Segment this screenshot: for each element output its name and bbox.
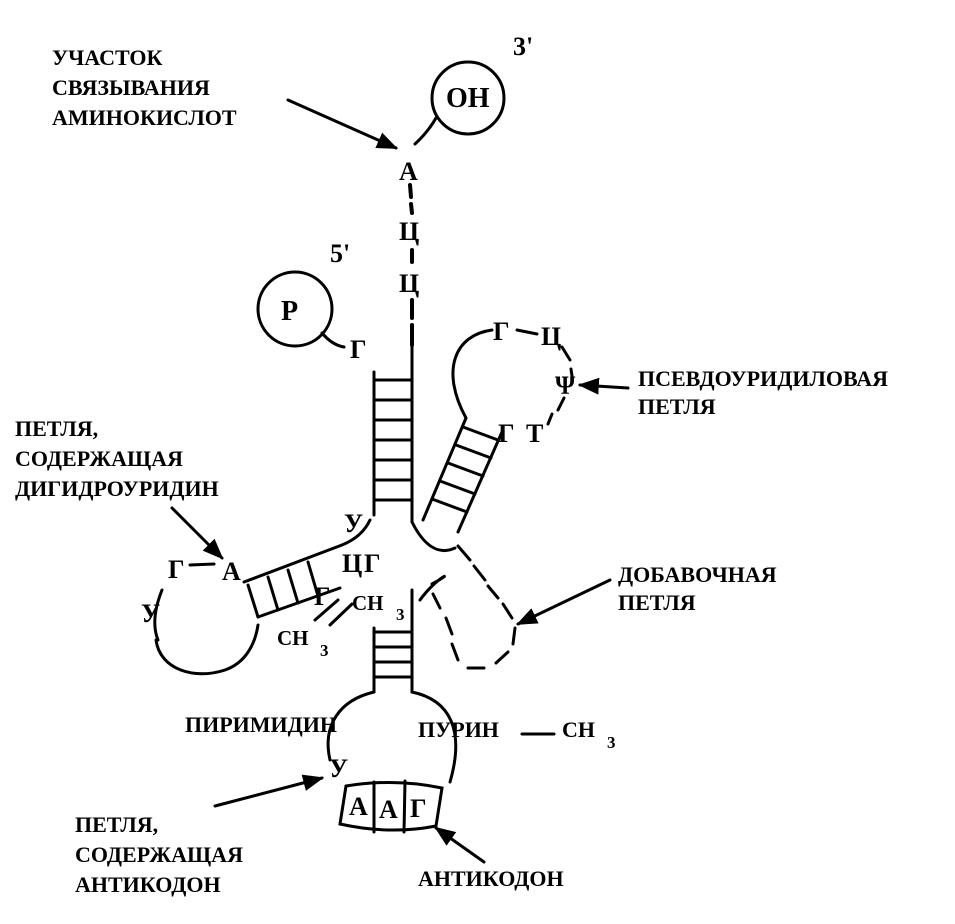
d-loop-u: У: [141, 599, 160, 628]
oh-label: ОН: [446, 83, 490, 114]
anticodon-box: [338, 780, 444, 832]
anticodon-a1: А: [349, 792, 368, 821]
core-c: Ц: [342, 549, 362, 578]
core-link-1: [313, 598, 340, 622]
t-loop-c: Ц: [541, 322, 561, 351]
arrow-anticodon-loop: [213, 774, 325, 808]
five-prime-g: Г: [350, 335, 367, 364]
anticodon-loop-line: АНТИКОДОН: [75, 872, 221, 897]
methyl-1: СН: [352, 591, 384, 615]
acceptor-dashes: [408, 183, 414, 347]
d-loop-g: Г: [168, 555, 185, 584]
t-stem: [421, 416, 504, 534]
d-stem-top: [340, 518, 372, 547]
t-loop-psi: Ψ: [555, 371, 576, 400]
arrow-amino-site: [286, 98, 398, 150]
core-notch: [418, 574, 446, 602]
amino-site-line: УЧАСТОК: [52, 45, 162, 70]
d-loop-lower: [154, 623, 260, 676]
d-loop-link: [188, 562, 216, 567]
acceptor-nucleotide-c1: Ц: [399, 217, 419, 246]
dihydrouridine-line: СОДЕРЖАЩАЯ: [15, 446, 183, 471]
purine-methyl-subscript: 3: [607, 733, 616, 752]
extra-loop-line: ДОБАВОЧНАЯ: [618, 562, 777, 587]
extra-loop-label: ДОБАВОЧНАЯ ПЕТЛЯ: [618, 562, 777, 615]
pseudouridine-line: ПСЕВДОУРИДИЛОВАЯ: [638, 366, 888, 391]
anticodon-a2: А: [379, 795, 398, 824]
dihydrouridine-line: ДИГИДРОУРИДИН: [15, 476, 219, 501]
extra-loop-dashes: [431, 544, 517, 670]
extra-loop-line: ПЕТЛЯ: [618, 590, 696, 615]
anticodon-g: Г: [410, 794, 427, 823]
core-link-2: [328, 602, 354, 627]
p-circle: [256, 270, 334, 348]
amino-site-label: УЧАСТОК СВЯЗЫВАНИЯ АМИНОКИСЛОТ: [52, 45, 237, 130]
p-label: Р: [281, 296, 298, 327]
purine-methyl-label: СН: [562, 717, 595, 742]
anticodon-loop-left: [326, 690, 376, 762]
core-u: У: [344, 509, 363, 538]
anticodon-loop-line: ПЕТЛЯ,: [75, 812, 158, 837]
p-link: [320, 331, 346, 349]
t-loop-link: [515, 328, 539, 336]
t-loop-g2: Г: [498, 419, 515, 448]
methyl-1-subscript: 3: [396, 605, 405, 624]
d-stem: [242, 543, 344, 619]
t-loop-t: Т: [526, 419, 543, 448]
t-loop-dashes: [546, 345, 574, 426]
methyl-2: СН: [277, 626, 309, 650]
t-loop-g1: Г: [493, 317, 510, 346]
three-prime-label: 3': [513, 32, 533, 61]
d-loop-a: А: [222, 557, 241, 586]
arrow-pseudouridine-loop: [577, 377, 630, 395]
amino-site-line: АМИНОКИСЛОТ: [52, 105, 237, 130]
amino-site-line: СВЯЗЫВАНИЯ: [52, 75, 210, 100]
anticodon-loop-label: ПЕТЛЯ, СОДЕРЖАЩАЯ АНТИКОДОН: [75, 812, 243, 897]
dihydrouridine-line: ПЕТЛЯ,: [15, 416, 98, 441]
anticodon-loop-line: СОДЕРЖАЩАЯ: [75, 842, 243, 867]
pyrimidine-label: ПИРИМИДИН: [185, 712, 337, 737]
pseudouridine-line: ПЕТЛЯ: [638, 394, 716, 419]
arrow-anticodon: [434, 826, 486, 864]
acceptor-nucleotide-a: А: [399, 157, 418, 186]
five-prime-label: 5': [330, 239, 350, 268]
t-loop-arc: [451, 328, 494, 420]
anticodon-loop-right: [410, 690, 458, 784]
acceptor-nucleotide-c2: Ц: [399, 269, 419, 298]
pseudouridine-loop-label: ПСЕВДОУРИДИЛОВАЯ ПЕТЛЯ: [638, 366, 888, 419]
dihydrouridine-loop-label: ПЕТЛЯ, СОДЕРЖАЩАЯ ДИГИДРОУРИДИН: [15, 416, 219, 501]
arrow-dihydrouridine-loop: [170, 506, 224, 560]
core-g2: Г: [314, 582, 331, 611]
core-g1: Г: [364, 549, 381, 578]
oh-circle: [430, 60, 506, 136]
arrow-extra-loop: [516, 578, 612, 626]
anticodon-label: АНТИКОДОН: [418, 866, 564, 891]
anticodon-div-2: [402, 779, 407, 834]
core-arc: [410, 520, 457, 553]
d-loop-upper: [153, 588, 164, 642]
methyl-2-subscript: 3: [320, 641, 329, 660]
anticodon-stem: [372, 588, 414, 694]
oh-link: [413, 116, 438, 146]
acceptor-stem: [372, 343, 414, 524]
purine-label: ПУРИН: [418, 717, 499, 742]
anticodon-loop-u: У: [329, 754, 348, 783]
